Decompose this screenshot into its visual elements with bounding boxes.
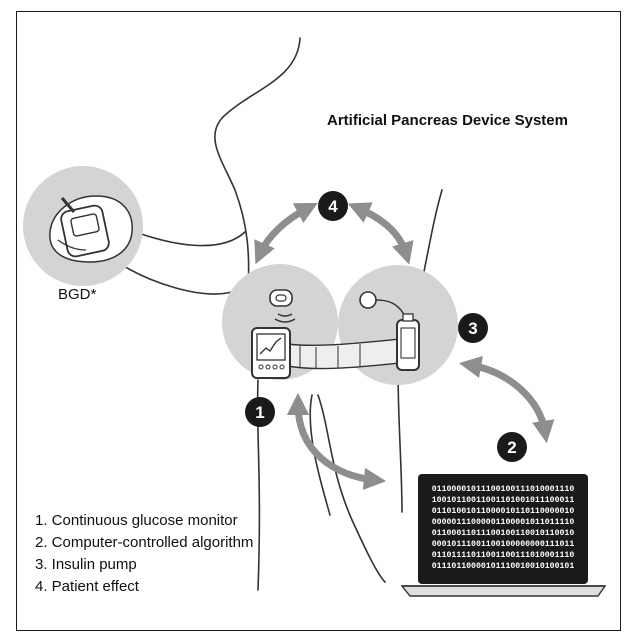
code-line: 00000111000001100001011011110	[432, 518, 575, 527]
code-line: 01110110000101110010010100101	[432, 562, 575, 571]
code-line: 01100001011100100111010001110	[432, 485, 575, 494]
legend-item: 4. Patient effect	[35, 576, 253, 598]
badge-step-2: 2	[497, 432, 527, 462]
legend-item: 1. Continuous glucose monitor	[35, 510, 253, 532]
code-line: 01100011011100100110010110010	[432, 529, 575, 538]
badge-step-4: 4	[318, 191, 348, 221]
arrow-4-left	[260, 208, 308, 254]
code-line: 10010110011001101001011100011	[432, 496, 575, 505]
diagram-title: Artificial Pancreas Device System	[327, 112, 568, 129]
code-line: 01101001011000010110110000010	[432, 507, 575, 516]
badge-step-1: 1	[245, 397, 275, 427]
legend-item: 3. Insulin pump	[35, 554, 253, 576]
glucose-monitor-receiver	[252, 328, 290, 378]
legend-list: 1. Continuous glucose monitor 2. Compute…	[35, 510, 253, 598]
arrow-3	[470, 365, 545, 432]
bgd-label: BGD*	[58, 286, 96, 303]
arrow-4-right	[358, 208, 406, 254]
svg-text:4: 4	[328, 197, 338, 216]
badge-step-3: 3	[458, 313, 488, 343]
code-line: 01101111011001100111010001110	[432, 551, 575, 560]
svg-text:2: 2	[507, 438, 516, 457]
legend-item: 2. Computer-controlled algorithm	[35, 532, 253, 554]
svg-text:1: 1	[255, 403, 264, 422]
laptop: 01100001011100100111010001110 1001011001…	[402, 474, 605, 596]
svg-text:3: 3	[468, 319, 477, 338]
code-line: 00010111001100100000000111011	[432, 540, 575, 549]
